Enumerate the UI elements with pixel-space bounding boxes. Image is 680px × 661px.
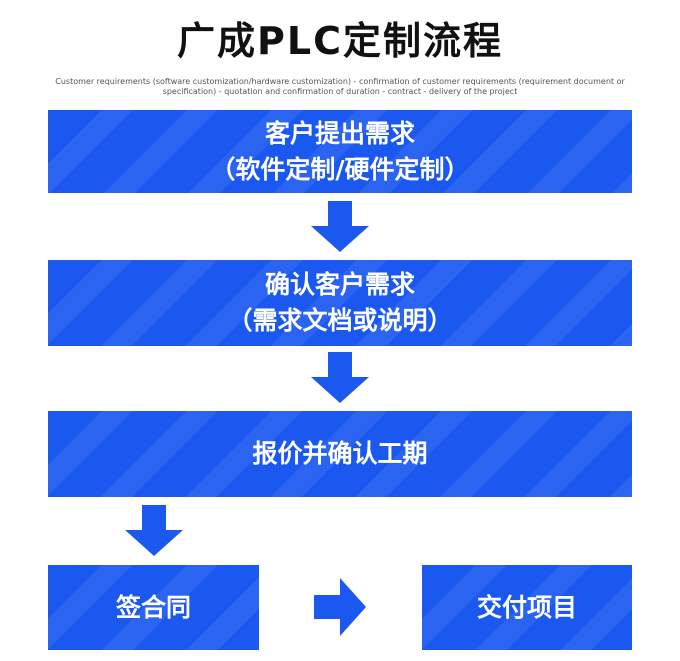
down-arrow-icon (125, 505, 183, 556)
step-confirm-requirements: 确认客户需求 （需求文档或说明） (48, 260, 632, 346)
step-customer-request-line2: （软件定制/硬件定制） (210, 154, 470, 184)
step-deliver-project: 交付项目 (422, 565, 632, 650)
page-subtitle: Customer requirements (software customiz… (55, 77, 625, 96)
right-arrow-icon (314, 578, 366, 636)
step-confirm-requirements-line2: （需求文档或说明） (227, 306, 453, 335)
down-arrow-icon (311, 352, 369, 403)
step-deliver-project-label: 交付项目 (476, 592, 577, 622)
step-quote-and-schedule-label: 报价并确认工期 (252, 439, 428, 468)
down-arrow-icon (311, 201, 369, 252)
step-confirm-requirements-line1: 确认客户需求 (264, 270, 415, 299)
step-sign-contract-label: 签合同 (115, 592, 191, 622)
step-quote-and-schedule: 报价并确认工期 (48, 411, 632, 497)
step-customer-request-line1: 客户提出需求 (264, 118, 415, 148)
step-customer-request: 客户提出需求 （软件定制/硬件定制） (48, 110, 632, 193)
page-title: 广成PLC定制流程 (177, 19, 503, 63)
step-sign-contract: 签合同 (48, 565, 259, 650)
